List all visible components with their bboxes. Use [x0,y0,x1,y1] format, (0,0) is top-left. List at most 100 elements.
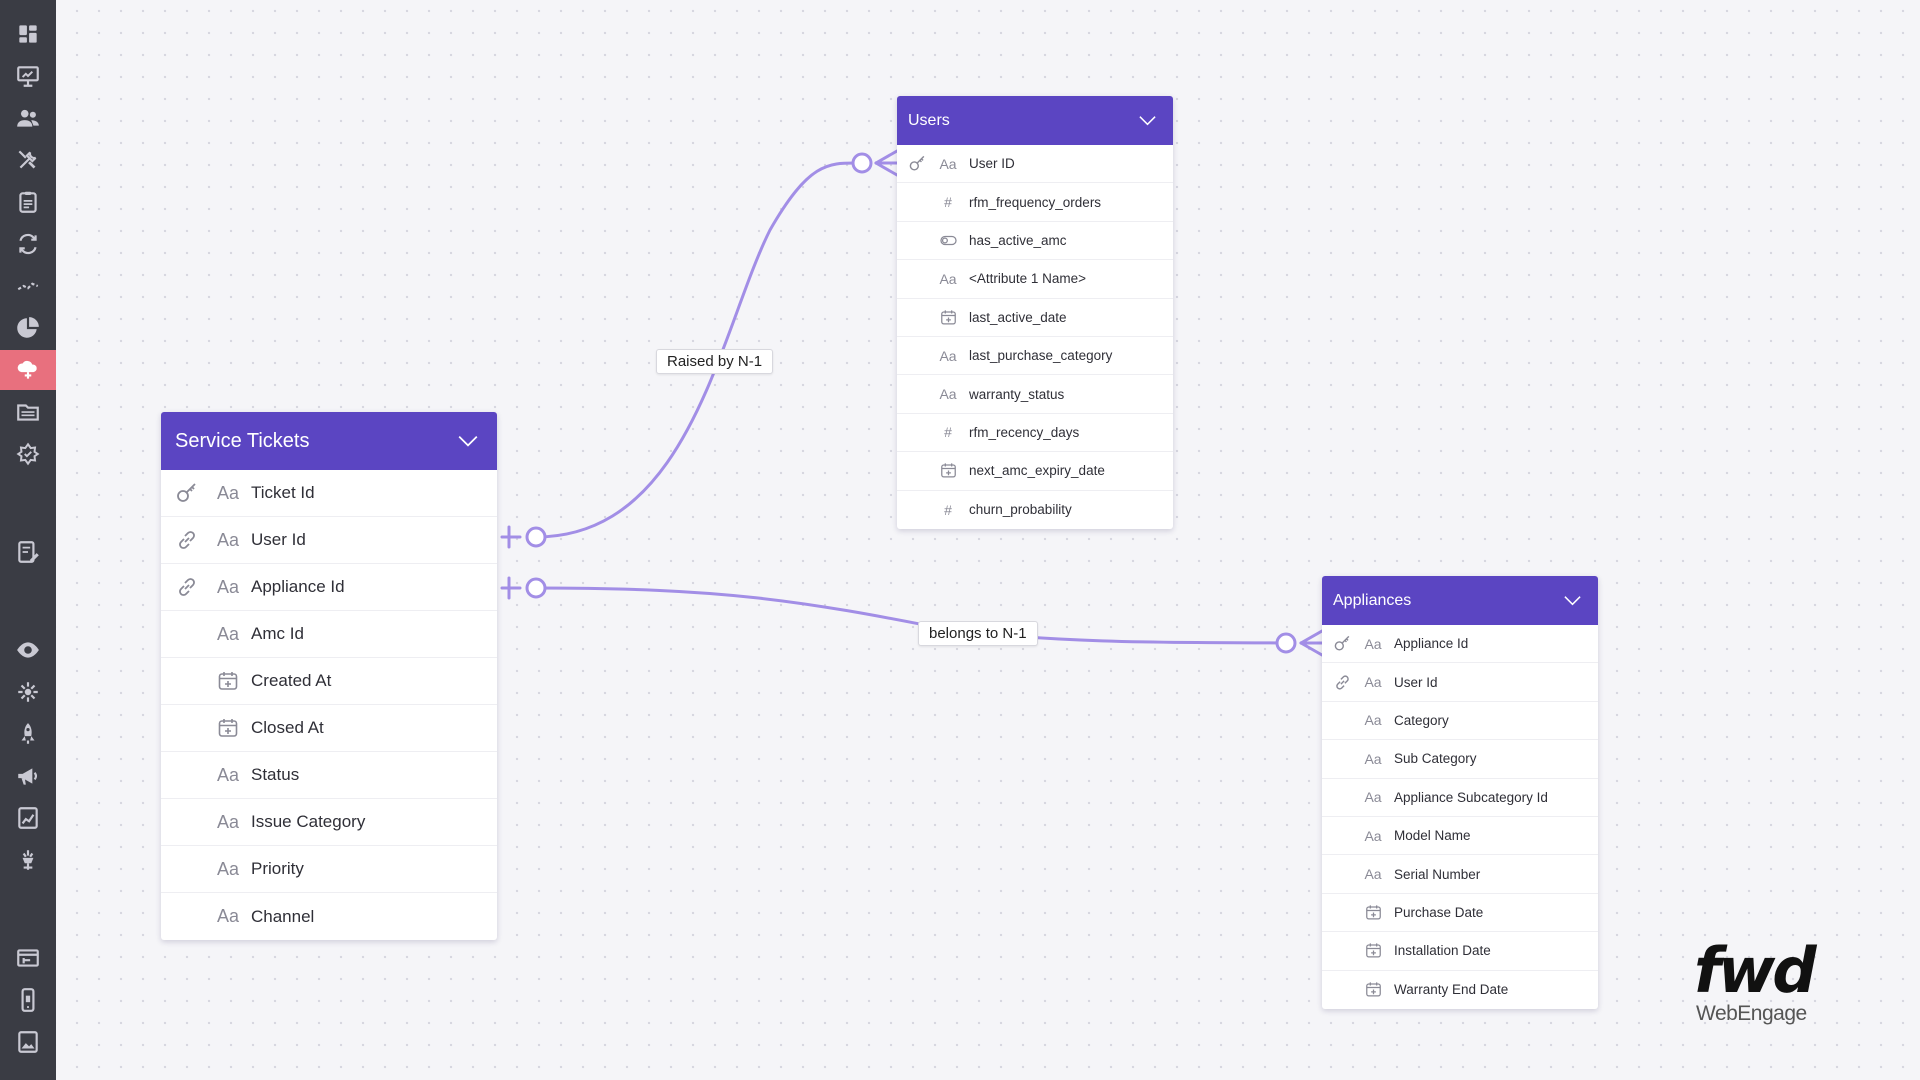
sidebar-item-trend[interactable] [0,266,56,306]
chevron-down-icon[interactable] [1138,113,1157,128]
field-row[interactable]: # rfm_recency_days [897,414,1173,453]
table-users[interactable]: Users Aa User ID # rfm_frequency_orders … [897,96,1173,529]
field-row[interactable]: has_active_amc [897,222,1173,261]
field-row[interactable]: Aa Appliance Id [1322,625,1598,664]
link-icon [179,531,195,549]
field-row[interactable]: Aa User Id [161,517,497,564]
sidebar-item-report-edit[interactable] [0,532,56,572]
field-type-indicator: Aa [209,577,247,598]
field-name: churn_probability [969,502,1072,518]
chevron-down-icon[interactable] [457,432,479,450]
data-cloud-icon [17,360,37,379]
field-type-indicator [1358,903,1388,922]
field-row[interactable]: Aa Channel [161,893,497,940]
field-row[interactable]: Aa Appliance Id [161,564,497,611]
field-row[interactable]: # rfm_frequency_orders [897,183,1173,222]
mobile-icon [21,988,35,1012]
sidebar-item-pie-chart[interactable] [0,308,56,348]
field-type-indicator: Aa [1358,636,1388,652]
sidebar-item-presentation[interactable] [0,56,56,96]
boolean-type-icon [939,235,957,246]
field-row[interactable]: Installation Date [1322,932,1598,971]
field-row[interactable]: Aa last_purchase_category [897,337,1173,376]
field-type-indicator: Aa [209,483,247,504]
table-header[interactable]: Service Tickets [161,412,497,470]
field-row[interactable]: Aa Model Name [1322,817,1598,856]
table-header[interactable]: Users [897,96,1173,145]
sidebar-item-dashboard[interactable] [0,14,56,54]
text-type-icon: Aa [1364,750,1382,767]
sidebar-item-plug[interactable] [0,840,56,880]
field-name: Status [251,765,300,784]
date-type-icon [218,719,238,737]
sidebar-item-chart[interactable] [0,798,56,838]
field-row[interactable]: next_amc_expiry_date [897,452,1173,491]
sidebar-item-image[interactable] [0,1022,56,1062]
relation-label-raised-by[interactable]: Raised by N-1 [656,349,774,374]
sidebar-item-window[interactable] [0,938,56,978]
sidebar-item-badge[interactable] [0,434,56,474]
field-type-indicator [933,308,963,327]
field-row[interactable]: # churn_probability [897,491,1173,529]
field-row[interactable]: Aa Serial Number [1322,855,1598,894]
field-row[interactable]: Aa warranty_status [897,375,1173,414]
field-row[interactable]: Aa Ticket Id [161,470,497,517]
sidebar-item-sync[interactable] [0,224,56,264]
field-type-indicator [933,231,963,250]
field-row[interactable]: Closed At [161,705,497,752]
field-type-indicator: Aa [209,859,247,880]
sidebar-item-spark[interactable] [0,672,56,712]
link-icon [1335,675,1349,690]
field-name: Installation Date [1394,943,1491,959]
table-header[interactable]: Appliances [1322,576,1598,625]
field-type-indicator: Aa [1358,751,1388,767]
field-row[interactable]: Aa Category [1322,702,1598,741]
field-type-indicator [1358,941,1388,960]
field-type-indicator: Aa [1358,789,1388,805]
field-row[interactable]: Aa Status [161,752,497,799]
field-row[interactable]: Aa User Id [1322,663,1598,702]
field-key-indicator [161,528,209,552]
field-name: next_amc_expiry_date [969,463,1105,479]
sidebar-item-tools[interactable] [0,140,56,180]
eye-icon [17,642,39,658]
field-name: has_active_amc [969,232,1067,248]
field-row[interactable]: Aa Priority [161,846,497,893]
field-row[interactable]: last_active_date [897,299,1173,337]
field-row[interactable]: Aa <Attribute 1 Name> [897,260,1173,299]
field-row[interactable]: Aa Sub Category [1322,740,1598,779]
sidebar-item-folder[interactable] [0,392,56,432]
megaphone-icon [18,768,37,785]
table-appliances[interactable]: Appliances Aa Appliance Id Aa User Id Aa… [1322,576,1598,1009]
field-type-indicator: # [933,424,963,440]
field-key-indicator [161,575,209,599]
sidebar-item-data-cloud[interactable] [0,350,56,390]
field-name: Created At [251,671,332,690]
field-row[interactable]: Aa User ID [897,145,1173,184]
sidebar-item-megaphone[interactable] [0,756,56,796]
sidebar-item-eye[interactable] [0,630,56,670]
field-row[interactable]: Aa Amc Id [161,611,497,658]
field-row[interactable]: Aa Issue Category [161,799,497,846]
chevron-down-icon[interactable] [1563,593,1582,608]
spark-icon [18,682,38,702]
relation-label-belongs-to[interactable]: belongs to N-1 [918,621,1038,646]
sidebar-item-mobile[interactable] [0,980,56,1020]
sidebar-item-clipboard[interactable] [0,182,56,222]
table-service-tickets[interactable]: Service Tickets Aa Ticket Id Aa User Id … [161,412,497,940]
field-name: User ID [969,156,1015,172]
field-type-indicator: Aa [209,812,247,833]
field-row[interactable]: Warranty End Date [1322,971,1598,1009]
field-row[interactable]: Purchase Date [1322,894,1598,933]
field-row[interactable]: Created At [161,658,497,705]
primary-key-icon [177,483,196,502]
sidebar-item-rocket[interactable] [0,714,56,754]
text-type-icon: Aa [216,906,240,926]
text-type-icon: Aa [216,576,240,597]
field-name: Warranty End Date [1394,982,1509,998]
field-row[interactable]: Aa Appliance Subcategory Id [1322,779,1598,817]
field-name: Channel [251,906,315,926]
field-key-indicator [161,481,209,505]
sidebar-item-users[interactable] [0,98,56,138]
fwd-webengage-logo: fwd WebEngage [1690,940,1840,1030]
